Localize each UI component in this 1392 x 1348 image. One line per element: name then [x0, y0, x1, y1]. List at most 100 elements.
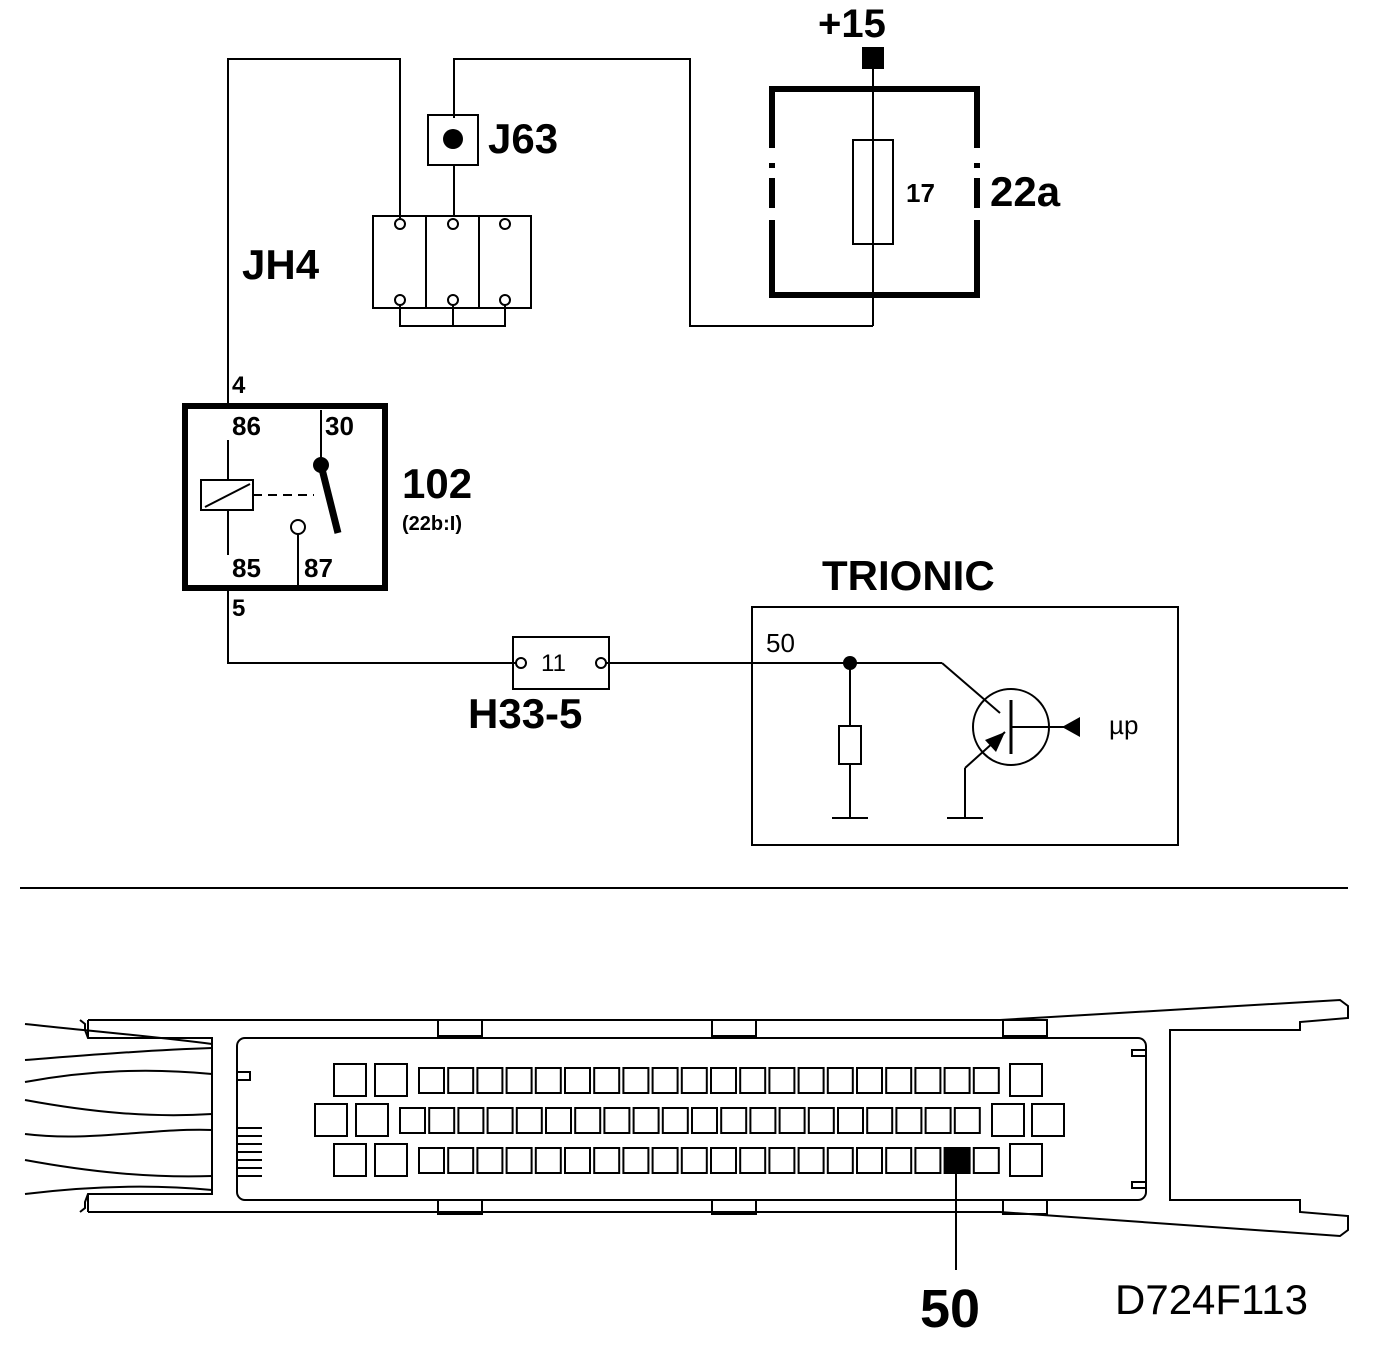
connector-pin [1009, 1143, 1043, 1177]
connector-pin [778, 1107, 806, 1134]
connector-pin [826, 1147, 854, 1174]
connector-pin [333, 1063, 367, 1097]
connector-pin [680, 1067, 708, 1094]
junction-j63: J63 [427, 114, 558, 166]
connector-pin [545, 1107, 572, 1134]
connector-pin [1031, 1103, 1065, 1137]
connector-pin [837, 1107, 864, 1134]
connector-pin [885, 1147, 913, 1174]
connector-pin [661, 1107, 689, 1134]
connector-pin [428, 1107, 456, 1134]
jh4-label: JH4 [242, 241, 320, 288]
ecu-trionic: TRIONIC 50 µp [751, 552, 1179, 846]
connector-pin [768, 1067, 796, 1094]
connector-pin [651, 1147, 679, 1174]
pin-callout: 50 [920, 1279, 980, 1339]
connector-pin [710, 1067, 737, 1094]
connector-pin [914, 1067, 942, 1094]
connector-pin [797, 1147, 825, 1174]
connector-pin [515, 1107, 543, 1134]
fuse-number: 17 [906, 178, 935, 208]
figure-code: D724F113 [1115, 1276, 1308, 1323]
ecu-label: TRIONIC [822, 552, 995, 599]
connector-pin [632, 1107, 660, 1134]
connector-h33-5: 11 H33-5 [468, 636, 610, 737]
relay-102: 4 86 30 85 87 102 (22b:I) 5 [182, 372, 472, 622]
connector-pin [593, 1067, 621, 1094]
relay-pin-86: 86 [232, 411, 261, 441]
connector-pin [953, 1107, 981, 1134]
connector-pin [622, 1067, 650, 1094]
fusebox-22a: 17 22a [769, 86, 1061, 298]
fusebox-label: 22a [990, 168, 1061, 215]
connector-pin [622, 1147, 650, 1174]
connector-pin [691, 1107, 718, 1134]
connector-pin [564, 1147, 591, 1174]
relay-label: 102 [402, 460, 472, 507]
connector-pin [534, 1067, 562, 1094]
ecu-input-label: µp [1109, 710, 1138, 740]
ecu-resistor [838, 725, 862, 765]
connector-pin [374, 1143, 408, 1177]
connector-pin [476, 1147, 504, 1174]
connector-pin [680, 1147, 708, 1174]
connector-pin [457, 1107, 485, 1134]
connector-pin [856, 1147, 883, 1174]
j63-label: J63 [488, 115, 558, 162]
connector-pin [972, 1147, 1000, 1174]
connector-pin [355, 1103, 389, 1137]
connector-pin-highlighted [943, 1147, 971, 1174]
connector-pin [593, 1147, 621, 1174]
connector-pin [418, 1067, 445, 1094]
junction-jh4: JH4 [242, 215, 532, 327]
connector-pin [447, 1147, 475, 1174]
connector-pin [749, 1107, 777, 1134]
connector-pin [418, 1147, 445, 1174]
supply-label: +15 [818, 2, 886, 46]
connector-pin-grid [314, 1063, 1065, 1177]
ecu-connector-view: 50 [24, 998, 1349, 1339]
relay-pin-87: 87 [304, 553, 333, 583]
connector-pin [895, 1107, 923, 1134]
supply-terminal [862, 47, 884, 69]
relay-wire-bottom: 5 [232, 595, 245, 622]
connector-pin [486, 1107, 514, 1134]
connector-pin [574, 1107, 602, 1134]
relay-sublabel: (22b:I) [402, 513, 462, 535]
connector-pin [943, 1067, 971, 1094]
connector-pin [651, 1067, 679, 1094]
connector-pin [1009, 1063, 1043, 1097]
connector-pin [768, 1147, 796, 1174]
connector-pin [534, 1147, 562, 1174]
connector-pin [797, 1067, 825, 1094]
h33-label: H33-5 [468, 690, 582, 737]
connector-pin [866, 1107, 894, 1134]
connector-pin [505, 1067, 533, 1094]
connector-pin [924, 1107, 952, 1134]
connector-pin [314, 1103, 348, 1137]
connector-pin [885, 1067, 913, 1094]
connector-pin [826, 1067, 854, 1094]
connector-pin [856, 1067, 883, 1094]
connector-pin [991, 1103, 1025, 1137]
connector-pin [914, 1147, 942, 1174]
connector-pin [972, 1067, 1000, 1094]
ecu-pin: 50 [766, 628, 795, 658]
connector-pin [399, 1107, 426, 1134]
connector-pin [564, 1067, 591, 1094]
relay-wire-top: 4 [232, 372, 246, 399]
connector-pin [476, 1067, 504, 1094]
connector-pin [739, 1147, 767, 1174]
connector-pin [333, 1143, 367, 1177]
connector-pin [603, 1107, 631, 1134]
relay-pin-85: 85 [232, 553, 261, 583]
connector-pin [807, 1107, 835, 1134]
connector-pin [710, 1147, 737, 1174]
connector-pin [505, 1147, 533, 1174]
relay-pin-30: 30 [325, 411, 354, 441]
connector-pin [447, 1067, 475, 1094]
connector-pin [739, 1067, 767, 1094]
h33-pin: 11 [541, 650, 566, 677]
connector-pin [374, 1063, 408, 1097]
